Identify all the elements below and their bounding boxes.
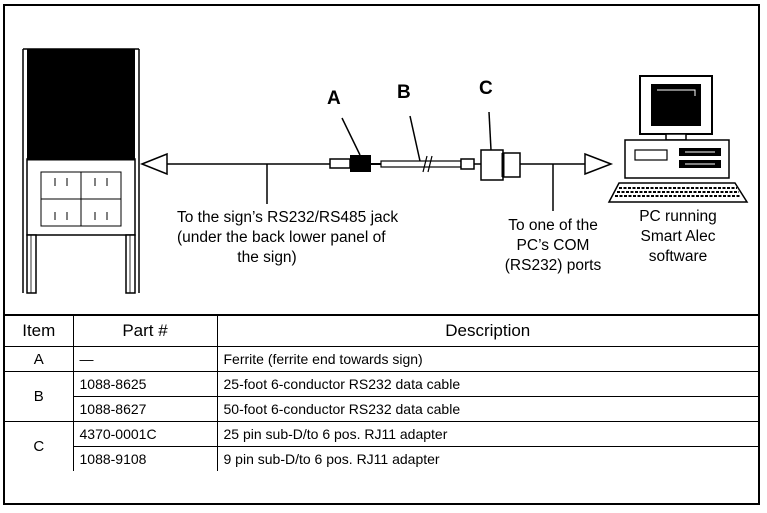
pc-line-2: Smart Alec xyxy=(640,228,716,245)
part-number-cell: 4370-0001C xyxy=(72,421,218,447)
header-description: Description xyxy=(216,314,758,347)
description-cell: Ferrite (ferrite end towards sign) xyxy=(216,346,758,372)
table-row: B 1088-8625 25-foot 6-conductor RS232 da… xyxy=(5,371,758,422)
table-header-row: Item Part # Description xyxy=(5,314,758,347)
diagram-drawing xyxy=(22,48,749,294)
description-cell: 9 pin sub-D/to 6 pos. RJ11 adapter xyxy=(216,446,758,471)
pc-label: PC running Smart Alec software xyxy=(613,207,743,267)
com-port-line-2: PC’s COM xyxy=(516,237,590,254)
sign-jack-label: To the sign’s RS232/RS485 jack (under th… xyxy=(177,208,399,268)
adapter-icon xyxy=(480,111,521,181)
header-part-number: Part # xyxy=(72,314,218,347)
figure-frame: A B C To the sign’s RS232/RS485 jack (un… xyxy=(3,4,760,505)
parts-table: Item Part # Description A — Ferrite (fer… xyxy=(5,314,758,471)
part-number-cell: — xyxy=(72,346,218,372)
arrow-to-sign-icon xyxy=(139,152,330,204)
sign-icon xyxy=(22,48,140,294)
pc-line-1: PC running xyxy=(639,208,717,225)
callout-c: C xyxy=(479,78,493,99)
sign-jack-line-1: To the sign’s RS232/RS485 jack xyxy=(177,209,399,226)
table-row: C 4370-0001C 25 pin sub-D/to 6 pos. RJ11… xyxy=(5,421,758,471)
part-number-cell: 1088-8627 xyxy=(72,396,218,422)
description-cell: 25-foot 6-conductor RS232 data cable xyxy=(216,371,758,397)
description-cell: 50-foot 6-conductor RS232 data cable xyxy=(216,396,758,422)
connection-diagram: A B C To the sign’s RS232/RS485 jack (un… xyxy=(5,6,758,314)
arrow-to-pc-icon xyxy=(520,152,614,211)
com-port-line-3: (RS232) ports xyxy=(504,257,602,274)
pc-icon xyxy=(607,75,749,203)
part-number-cell: 1088-8625 xyxy=(72,371,218,397)
data-cable-icon xyxy=(380,115,481,173)
callout-b: B xyxy=(397,82,411,103)
ferrite-icon xyxy=(329,117,381,172)
item-cell: C xyxy=(5,421,74,471)
table-row: 1088-9108 9 pin sub-D/to 6 pos. RJ11 ada… xyxy=(5,446,758,471)
description-cell: 25 pin sub-D/to 6 pos. RJ11 adapter xyxy=(216,421,758,447)
table-row: 1088-8627 50-foot 6-conductor RS232 data… xyxy=(5,396,758,422)
com-port-label: To one of the PC’s COM (RS232) ports xyxy=(483,216,623,276)
item-cell: A xyxy=(5,346,74,372)
pc-line-3: software xyxy=(648,248,708,265)
header-item: Item xyxy=(5,314,74,347)
callout-a: A xyxy=(327,88,341,109)
table-row: A — Ferrite (ferrite end towards sign) xyxy=(5,346,758,372)
sign-jack-line-3: the sign) xyxy=(237,249,297,266)
sign-jack-line-2: (under the back lower panel of xyxy=(177,229,386,246)
item-cell: B xyxy=(5,371,74,422)
part-number-cell: 1088-9108 xyxy=(72,446,218,471)
com-port-line-1: To one of the xyxy=(508,217,598,234)
